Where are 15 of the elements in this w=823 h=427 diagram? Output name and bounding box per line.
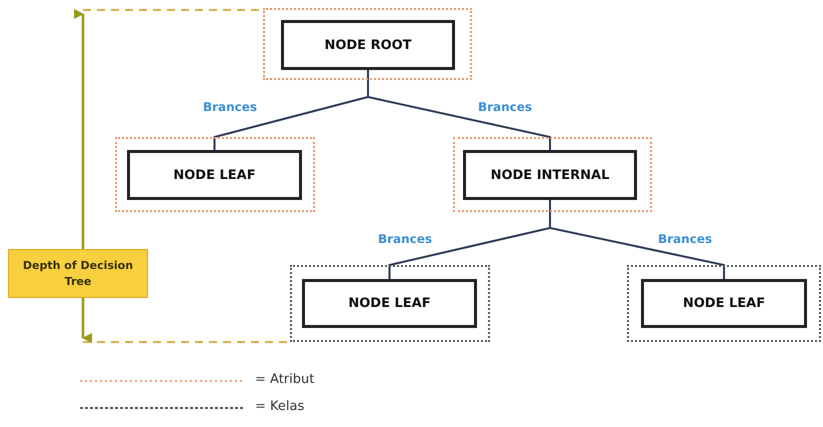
node-box: NODE LEAF xyxy=(127,150,302,200)
legend-label: = Kelas xyxy=(255,399,304,414)
attribute-frame xyxy=(115,137,315,212)
node-box: NODE LEAF xyxy=(302,279,477,328)
branch-line xyxy=(367,70,551,150)
branch-line xyxy=(549,200,725,279)
node-box: NODE INTERNAL xyxy=(463,150,637,200)
node-box: NODE ROOT xyxy=(281,20,455,70)
class-frame xyxy=(627,265,821,342)
class-frame xyxy=(290,265,490,342)
legend-label: = Atribut xyxy=(255,372,314,387)
node-box: NODE LEAF xyxy=(641,279,807,328)
attribute-frame xyxy=(263,8,472,80)
depth-label: Depth of Decision Tree xyxy=(8,249,148,298)
attribute-frame xyxy=(453,137,652,212)
